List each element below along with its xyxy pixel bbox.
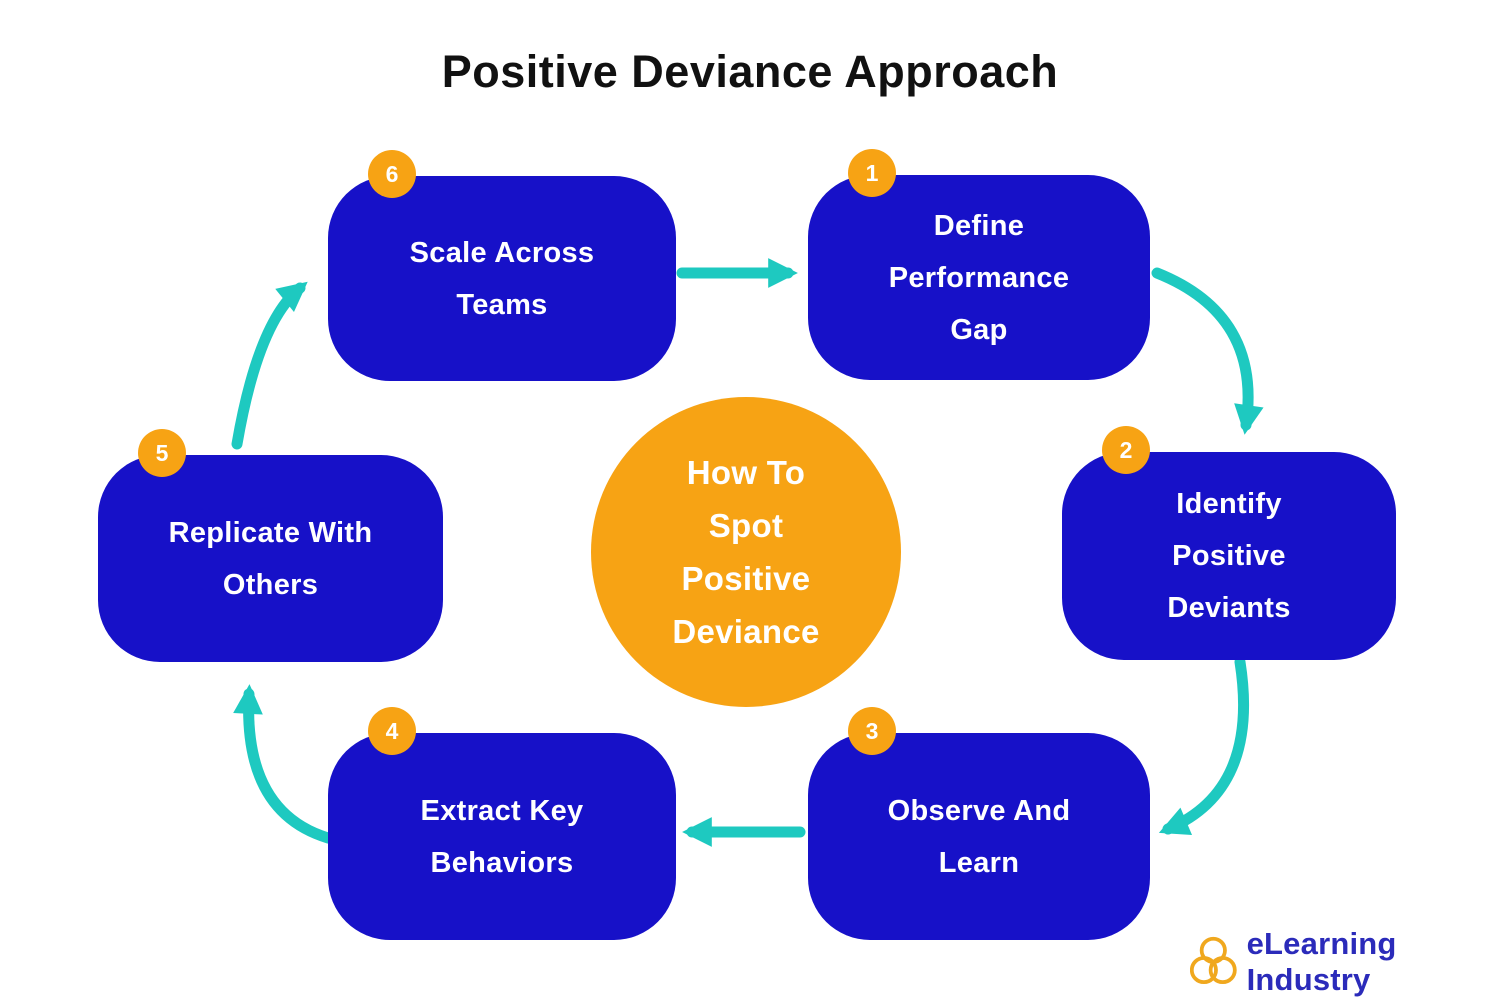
step-box-replicate-with-others: 5 Replicate With Others: [98, 429, 443, 662]
center-circle-text: How To Spot Positive Deviance: [672, 454, 820, 650]
elearning-industry-logo-text: eLearning Industry: [1246, 926, 1397, 997]
step-number-badge: 1: [848, 149, 896, 197]
step-number-badge: 4: [368, 707, 416, 755]
step-label: Extract Key Behaviors: [420, 794, 584, 879]
step-box-define-performance-gap: 1 Define Performance Gap: [808, 149, 1150, 380]
step-box-identify-positive-deviants: 2 Identify Positive Deviants: [1062, 426, 1396, 660]
elearning-industry-logo: eLearning Industry: [1190, 926, 1500, 998]
center-circle: How To Spot Positive Deviance: [591, 397, 901, 707]
arrow-step2-to-step3-icon: [1158, 656, 1250, 835]
step-label: Observe And Learn: [887, 794, 1071, 879]
page-title: Positive Deviance Approach: [441, 46, 1059, 97]
step-number-badge: 6: [368, 150, 416, 198]
step-box-scale-across-teams: 6 Scale Across Teams: [328, 150, 676, 381]
step-box-extract-key-behaviors: 4 Extract Key Behaviors: [328, 707, 676, 940]
arrow-step5-to-step6-icon: [231, 281, 308, 450]
step-number-badge: 3: [848, 707, 896, 755]
step-number-badge: 5: [138, 429, 186, 477]
arrow-step4-to-step5-icon: [233, 684, 334, 844]
elearning-industry-rings-icon: [1190, 936, 1237, 985]
step-label: Replicate With Others: [168, 516, 373, 601]
step-label: Scale Across Teams: [409, 236, 595, 321]
step-box-observe-and-learn: 3 Observe And Learn: [808, 707, 1150, 940]
step-label: Identify Positive Deviants: [1167, 488, 1291, 624]
step-number-badge: 2: [1102, 426, 1150, 474]
step-label: Define Performance Gap: [888, 209, 1070, 346]
arrow-step1-to-step2-icon: [1151, 267, 1264, 435]
